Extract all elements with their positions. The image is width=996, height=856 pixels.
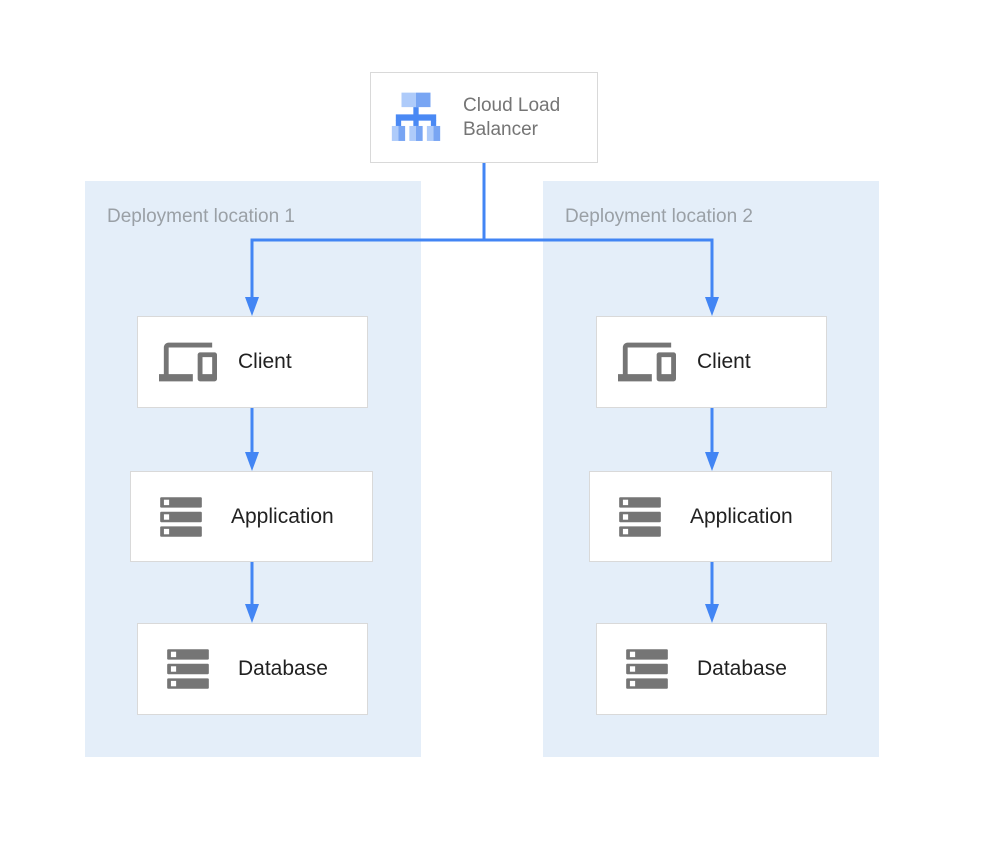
node-label: Client bbox=[697, 350, 751, 373]
load-balancer-icon bbox=[387, 89, 445, 147]
server-stack-icon bbox=[159, 644, 217, 694]
server-stack-icon bbox=[152, 492, 210, 542]
load-balancer-label: Cloud Load Balancer bbox=[463, 94, 561, 140]
node-client: Client bbox=[137, 316, 368, 408]
node-client: Client bbox=[596, 316, 827, 408]
devices-icon bbox=[618, 333, 676, 391]
node-application: Application bbox=[130, 471, 373, 562]
node-application: Application bbox=[589, 471, 832, 562]
server-stack-icon bbox=[611, 492, 669, 542]
region-label: Deployment location 1 bbox=[107, 206, 295, 227]
node-database: Database bbox=[137, 623, 368, 715]
devices-icon bbox=[159, 333, 217, 391]
node-label: Application bbox=[690, 504, 793, 528]
node-label: Application bbox=[231, 504, 334, 528]
region-label: Deployment location 2 bbox=[565, 206, 753, 227]
node-label: Database bbox=[697, 657, 787, 680]
node-label: Client bbox=[238, 350, 292, 373]
node-label: Database bbox=[238, 657, 328, 680]
server-stack-icon bbox=[618, 644, 676, 694]
node-database: Database bbox=[596, 623, 827, 715]
load-balancer-node: Cloud Load Balancer bbox=[370, 72, 598, 163]
